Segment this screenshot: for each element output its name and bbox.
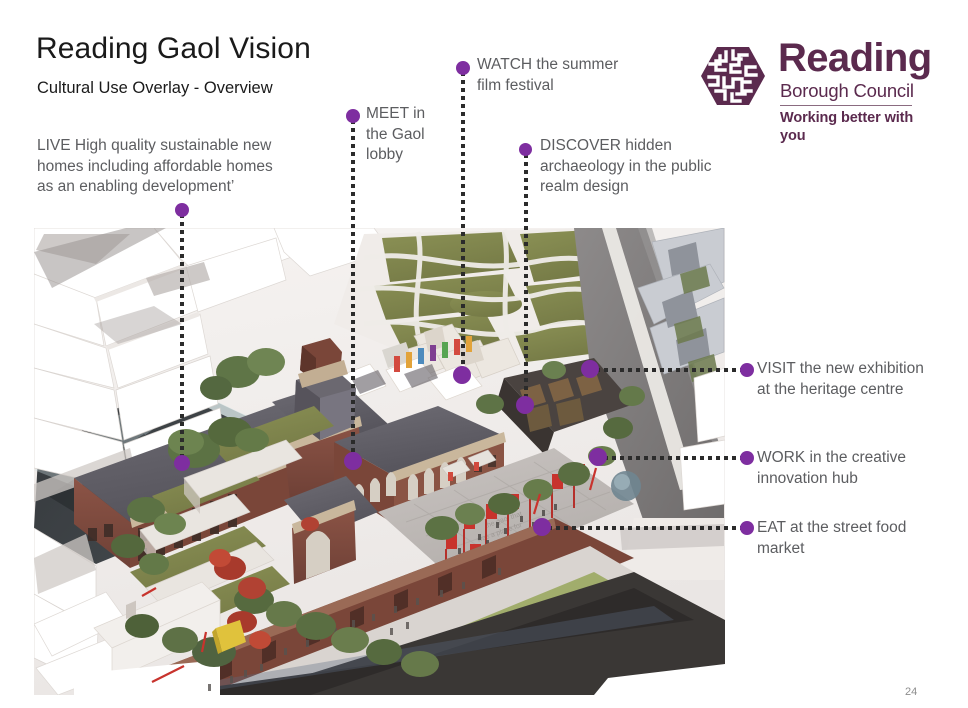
connector-work	[604, 456, 742, 460]
callout-work: WORK in the creative innovation hub	[757, 449, 907, 487]
connector-live	[180, 214, 184, 464]
connector-meet	[351, 120, 355, 460]
logo-tagline: Working better with you	[780, 110, 914, 144]
connector-eat	[548, 526, 742, 530]
dot-eat-anchor[interactable]	[533, 518, 551, 536]
dot-work-anchor[interactable]	[589, 448, 607, 466]
dot-visit-anchor[interactable]	[581, 360, 599, 378]
dot-watch-head	[456, 61, 470, 75]
aerial-masterplan-render: the gaol that was a place for	[34, 228, 725, 695]
callout-visit: VISIT the new exhibition at the heritage…	[757, 360, 924, 398]
dot-meet-head	[346, 109, 360, 123]
dot-discover-anchor[interactable]	[516, 396, 534, 414]
callout-eat: EAT at the street food market	[757, 519, 907, 557]
callout-watch: WATCH the summer film festival	[477, 56, 619, 94]
logo-wordmark: Reading	[778, 36, 932, 80]
dot-discover-head	[519, 143, 532, 156]
page-subtitle: Cultural Use Overlay - Overview	[37, 79, 273, 97]
dot-visit-head[interactable]	[740, 363, 754, 377]
logo-subtext: Borough Council	[780, 80, 914, 101]
connector-visit	[596, 368, 742, 372]
dot-meet-anchor[interactable]	[344, 452, 362, 470]
dot-work-head[interactable]	[740, 451, 754, 465]
callout-live: LIVE High quality sustainable new homes …	[37, 137, 273, 195]
dot-live-anchor[interactable]	[174, 455, 190, 471]
reading-borough-council-logo: Reading Borough Council Working better w…	[692, 29, 932, 144]
page-title: Reading Gaol Vision	[36, 32, 311, 65]
connector-watch	[461, 72, 465, 374]
callout-discover: DISCOVER hidden archaeology in the publi…	[540, 137, 712, 195]
hexagon-maze-icon	[700, 45, 766, 112]
callout-meet: MEET in the Gaol lobby	[366, 105, 426, 163]
dot-eat-head[interactable]	[740, 521, 754, 535]
logo-divider	[780, 105, 912, 106]
connector-discover	[524, 154, 528, 404]
page-number: 24	[905, 686, 918, 698]
dot-watch-anchor[interactable]	[453, 366, 471, 384]
dot-live-head	[175, 203, 189, 217]
